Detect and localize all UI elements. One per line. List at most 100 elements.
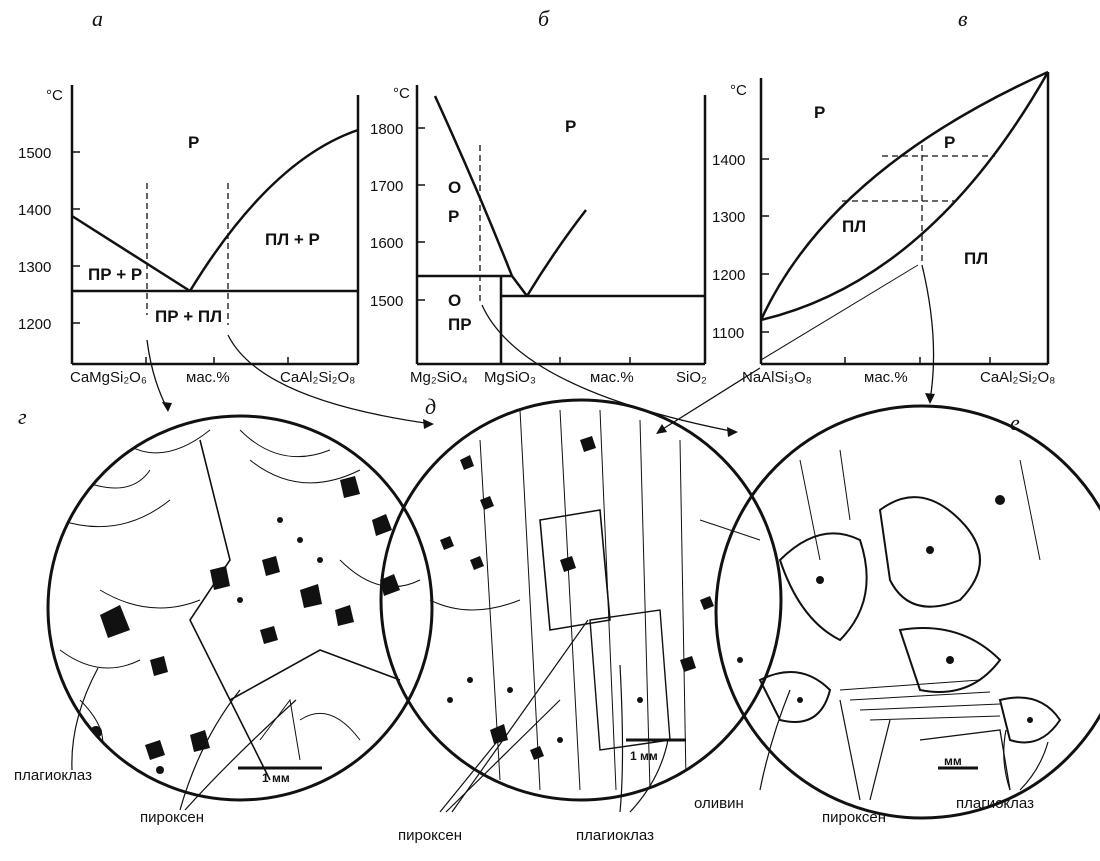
panel-a-x-right: CaAl₂Si₂O₈ <box>280 369 355 386</box>
section-e-letter: е <box>1010 410 1020 435</box>
panel-a-ticks <box>72 151 289 364</box>
panel-c-unit: °C <box>730 82 747 99</box>
section-d-label-pyroxene: пироксен <box>398 827 462 844</box>
panel-c-ytick-1400: 1400 <box>712 152 745 169</box>
panel-c-ticks <box>761 158 991 364</box>
thin-section-e: мм оливин пироксен плагиоклаз <box>694 404 1100 826</box>
panel-a-region-pl-r: ПЛ + Р <box>265 230 320 249</box>
panel-c-region-r2: Р <box>944 133 955 152</box>
panel-b-region-o: О <box>448 178 461 197</box>
panel-b-x-left: Mg₂SiO₄ <box>410 369 468 386</box>
arrow-c-to-e <box>921 264 935 401</box>
section-g-leader-pyx-2 <box>184 699 297 811</box>
panel-b-x-mid1: MgSiO₃ <box>484 369 536 386</box>
section-d-scale-label: 1 мм <box>630 749 658 763</box>
panel-b-olivine-liquidus <box>433 95 514 277</box>
panel-c: в °C 1400 1300 1200 1100 Р Р ПЛ ПЛ NaAlS… <box>712 6 1055 386</box>
panel-b-ytick-1800: 1800 <box>370 121 403 138</box>
panel-a-region-pr-pl: ПР + ПЛ <box>155 307 222 326</box>
arrow-b-to-e-head <box>727 427 738 437</box>
panel-b: б °C 1800 1700 1600 1500 Р О Р О ПР Mg₂S… <box>370 6 707 386</box>
section-d-texture <box>429 409 761 791</box>
section-e-circle <box>714 404 1100 820</box>
panel-a-ytick-1500: 1500 <box>18 145 51 162</box>
panel-a: а °C 1500 1400 1300 1200 Р ПЛ + Р ПР + Р… <box>18 6 360 386</box>
panel-a-region-r: Р <box>188 133 199 152</box>
section-g-scale-label: 1 мм <box>262 771 290 785</box>
panel-b-ticks <box>417 127 631 364</box>
arrow-a-to-d <box>227 334 433 425</box>
section-d-leader-pyx-1 <box>439 737 501 813</box>
arrow-c-to-e-head <box>925 393 935 404</box>
panel-a-unit: °C <box>46 87 63 104</box>
section-d-leader-plag-1 <box>619 664 624 813</box>
arrow-a-to-d-head <box>423 419 434 429</box>
panel-a-x-mid: мас.% <box>186 369 230 386</box>
panel-a-ytick-1300: 1300 <box>18 259 51 276</box>
section-d-circle <box>379 398 783 802</box>
panel-c-x-left: NaAlSi₃O₈ <box>742 369 812 386</box>
panel-b-ytick-1700: 1700 <box>370 178 403 195</box>
panel-a-ytick-1400: 1400 <box>18 202 51 219</box>
panel-c-thin-line <box>760 264 919 361</box>
arrow-b-to-e <box>481 304 737 433</box>
section-g-label-plagioclase: плагиоклаз <box>14 767 92 784</box>
section-e-leader-plag-2 <box>1019 741 1049 791</box>
panel-b-region-r: Р <box>565 117 576 136</box>
connecting-arrows <box>146 264 935 437</box>
panel-c-ytick-1100: 1100 <box>712 325 744 342</box>
panel-a-letter: а <box>92 6 103 31</box>
panel-c-ytick-1300: 1300 <box>712 209 745 226</box>
arrow-a-to-g <box>146 339 169 411</box>
arrow-a-to-g-head <box>162 402 172 412</box>
section-e-texture <box>758 449 1062 791</box>
panel-c-solidus <box>760 71 1050 322</box>
panel-b-ytick-1600: 1600 <box>370 235 403 252</box>
section-e-leader-plag-1 <box>1003 729 1011 791</box>
section-d-leader-pyx-3 <box>451 619 589 813</box>
section-e-label-pyroxene: пироксен <box>822 809 886 826</box>
panel-b-liquidus-peritectic <box>511 275 528 297</box>
section-g-circle <box>46 414 434 802</box>
panel-c-region-pl: ПЛ <box>842 217 866 236</box>
panel-a-liquidus-left <box>71 214 191 293</box>
section-e-leader-olivine <box>759 689 791 791</box>
section-e-scale-label: мм <box>944 754 962 768</box>
panel-a-x-left: CaMgSi₂O₆ <box>70 369 147 386</box>
thin-section-g: 1 мм плагиоклаз пироксен <box>14 414 434 826</box>
section-e-label-plagioclase: плагиоклаз <box>956 795 1034 812</box>
section-d-label-plagioclase: плагиоклаз <box>576 827 654 844</box>
panel-a-liquidus-right <box>188 128 359 292</box>
panel-b-ytick-1500: 1500 <box>370 293 403 310</box>
panel-b-letter: б <box>538 6 550 31</box>
panel-c-ytick-1200: 1200 <box>712 267 745 284</box>
panel-c-letter: в <box>958 6 968 31</box>
panel-b-x-mid2: мас.% <box>590 369 634 386</box>
arrow-c-to-d-head <box>656 424 667 434</box>
section-g-leader-plag <box>71 667 99 771</box>
panel-a-region-pr-r: ПР + Р <box>88 265 142 284</box>
section-g-leader-pyx-1 <box>179 689 241 811</box>
panel-b-unit: °C <box>393 85 410 102</box>
panel-c-x-right: CaAl₂Si₂O₈ <box>980 369 1055 386</box>
panel-c-region-pl2: ПЛ <box>964 249 988 268</box>
thin-section-d: 1 мм пироксен плагиоклаз <box>379 398 783 844</box>
panel-c-x-mid: мас.% <box>864 369 908 386</box>
section-g-letter: г <box>18 404 27 429</box>
section-d-letter: д <box>425 394 436 419</box>
section-e-leader-pyx-1 <box>839 699 861 801</box>
panel-c-liquidus <box>759 70 1049 321</box>
arrow-c-to-d <box>657 367 761 433</box>
panel-b-x-right: SiO₂ <box>676 369 707 386</box>
panel-c-region-r: Р <box>814 103 825 122</box>
panel-a-ytick-1200: 1200 <box>18 316 51 333</box>
section-d-leader-plag-2 <box>629 739 669 813</box>
section-e-leader-pyx-2 <box>869 719 891 801</box>
panel-b-region-pr: ПР <box>448 315 472 334</box>
section-e-label-olivine: оливин <box>694 795 744 812</box>
panel-b-liquidus-right <box>525 209 587 297</box>
panel-b-region-r2: Р <box>448 207 459 226</box>
section-g-texture <box>59 429 421 781</box>
